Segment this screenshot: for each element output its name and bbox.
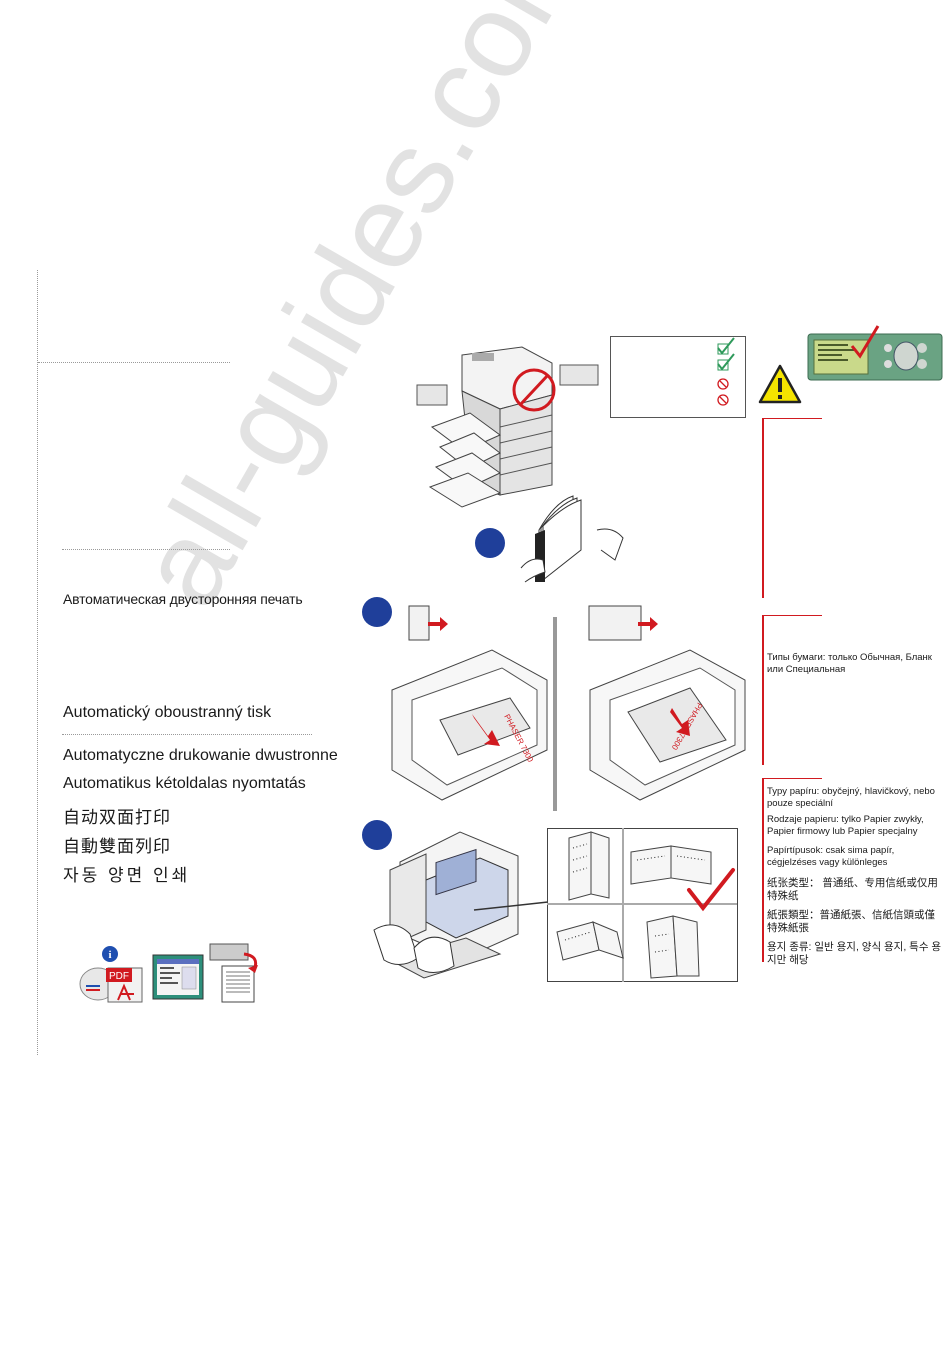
info-icon xyxy=(102,946,118,962)
media-legend-box xyxy=(610,336,746,418)
title-russian: Автоматическая двусторонняя печать xyxy=(63,591,303,607)
step-dot-2 xyxy=(362,597,392,627)
red-rule-1 xyxy=(762,418,764,598)
red-rule-2 xyxy=(762,615,764,765)
landscape-feed-icon xyxy=(588,605,658,641)
red-rule-3 xyxy=(762,778,764,962)
section-divider-top xyxy=(38,362,230,363)
red-tick-1 xyxy=(762,418,822,419)
svg-text:i: i xyxy=(108,949,111,961)
section-divider-middle xyxy=(62,549,230,550)
paper-stack-icon xyxy=(520,495,624,583)
title-polish: Automatyczne drukowanie dwustronne xyxy=(63,747,338,764)
check-icon xyxy=(717,337,735,371)
computer-icon xyxy=(373,831,549,979)
note-polish: Rodzaje papieru: tylko Papier zwykły, Pa… xyxy=(767,814,924,837)
pdf-label: PDF xyxy=(109,971,129,982)
red-tick-3 xyxy=(762,778,822,779)
title-chinese-simplified: 自动双面打印 xyxy=(63,808,171,827)
printer-icon xyxy=(416,346,599,508)
prohibited-icon xyxy=(512,368,556,412)
step-dot-3 xyxy=(362,820,392,850)
info-pdf-icon: i PDF xyxy=(79,946,143,1003)
orientation-divider xyxy=(553,617,557,811)
section-divider-title xyxy=(62,734,312,735)
duplex-booklet-icon xyxy=(547,828,738,982)
title-hungarian: Automatikus kétoldalas nyomtatás xyxy=(63,775,306,792)
pdf-icon xyxy=(106,968,132,982)
step-dot-1 xyxy=(475,528,505,558)
arrow-right-icon xyxy=(638,617,658,631)
portrait-feed-icon xyxy=(408,605,448,641)
driver-window-icon xyxy=(152,954,204,1000)
note-hungarian: Papírtípusok: csak sima papír, cégjelzés… xyxy=(767,845,895,868)
tray-landscape-icon: PHASER 7300 xyxy=(589,649,746,801)
control-panel-icon xyxy=(807,325,943,381)
red-tick-2 xyxy=(762,615,822,616)
left-margin-rule xyxy=(37,270,38,1055)
duplex-unit-icon xyxy=(209,943,258,1003)
note-chinese-traditional: 紙張類型：普通紙張、信紙信頭或僅特殊紙張 xyxy=(767,909,935,934)
title-chinese-traditional: 自動雙面列印 xyxy=(63,837,171,856)
note-korean: 용지 종류: 일반 용지, 양식 용지, 특수 용지만 해당 xyxy=(767,941,942,966)
note-czech: Typy papíru: obyčejný, hlavičkový, nebo … xyxy=(767,786,935,809)
prohibited-small-icon xyxy=(717,378,729,406)
tray-callout-right xyxy=(559,364,599,386)
note-russian: Типы бумаги: только Обычная, Бланк или С… xyxy=(767,652,932,675)
tray-icon: PHASER 7300 xyxy=(391,649,548,801)
arrow-right-icon xyxy=(428,617,448,631)
title-czech: Automatický oboustranný tisk xyxy=(63,704,272,721)
note-chinese-simplified: 纸张类型： 普通纸、专用信纸或仅用特殊纸 xyxy=(767,877,938,902)
warning-icon xyxy=(758,364,802,404)
tray-callout-left xyxy=(416,384,448,406)
title-korean: 자동 양면 인쇄 xyxy=(63,866,191,885)
